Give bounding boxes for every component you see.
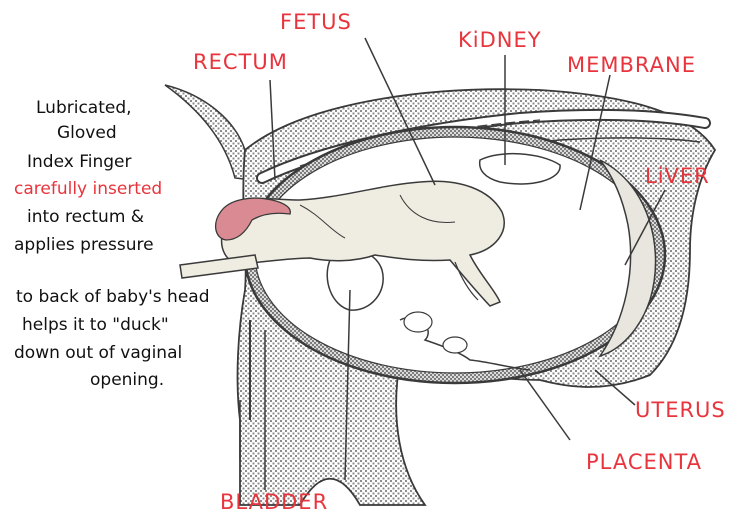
label-fetus: FETUS	[280, 12, 352, 33]
tail	[165, 85, 252, 180]
instruction-line-1: Lubricated,	[36, 100, 132, 117]
instruction-line-6: applies pressure	[14, 237, 154, 254]
instruction-line-8: helps it to "duck"	[22, 317, 169, 334]
instruction-line-7: to back of baby's head	[16, 289, 210, 306]
instruction-line-9: down out of vaginal	[14, 345, 182, 362]
label-kidney: KiDNEY	[458, 30, 542, 51]
instruction-line-5: into rectum &	[27, 209, 144, 226]
instruction-line-10: opening.	[90, 372, 164, 389]
label-membrane: MEMBRANE	[567, 55, 696, 76]
label-uterus: UTERUS	[635, 400, 726, 421]
instruction-line-4-highlight: carefully inserted	[14, 181, 162, 198]
label-placenta: PLACENTA	[586, 452, 702, 473]
instruction-line-3: Index Finger	[27, 154, 131, 171]
instruction-line-2: Gloved	[57, 125, 117, 142]
label-rectum: RECTUM	[193, 52, 288, 73]
label-liver: LiVER	[645, 166, 710, 187]
label-bladder: BLADDER	[220, 492, 328, 513]
